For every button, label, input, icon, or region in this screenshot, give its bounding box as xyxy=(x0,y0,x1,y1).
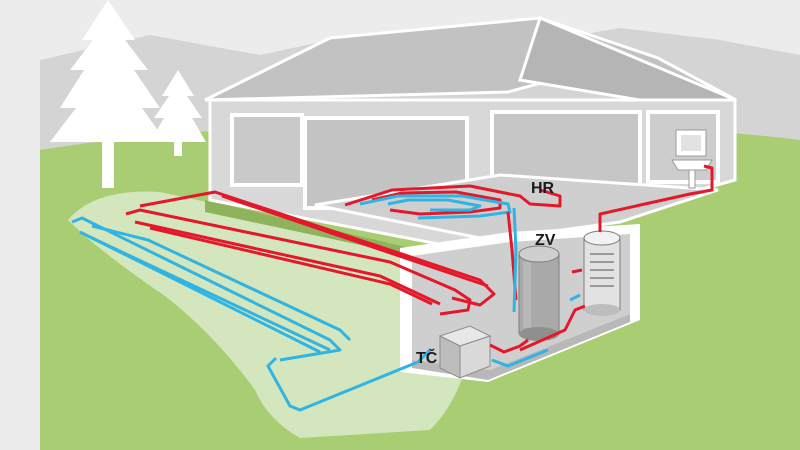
tree-icon xyxy=(150,70,206,156)
house-roof xyxy=(204,16,737,102)
floor-heating-loop xyxy=(344,184,562,220)
label-zv: ZV xyxy=(535,232,556,249)
label-tc: TČ xyxy=(416,350,438,367)
heat-pump-icon xyxy=(438,325,492,379)
label-hr: HR xyxy=(531,180,555,197)
house-opening-right xyxy=(490,110,642,189)
distribution-pipes xyxy=(489,164,714,368)
ground-collector-hot xyxy=(125,190,496,316)
tree-icon xyxy=(50,0,166,188)
house-opening-left xyxy=(230,113,304,187)
collector-zone xyxy=(68,191,470,438)
boiler-tank-icon xyxy=(583,230,621,316)
ground-collector-cold xyxy=(71,216,432,412)
storage-tank-icon xyxy=(518,245,560,341)
sink-icon xyxy=(671,129,713,189)
